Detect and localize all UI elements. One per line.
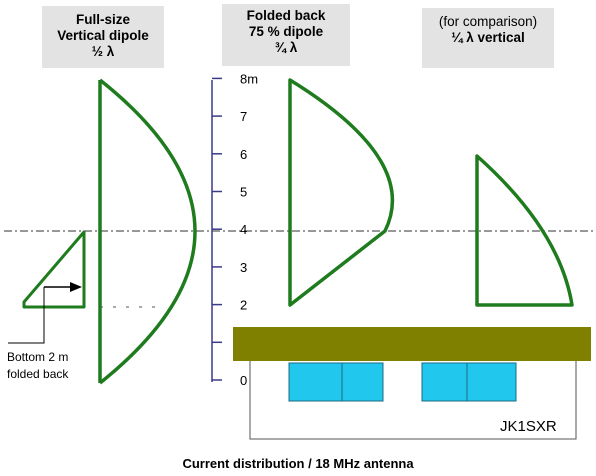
folded-dipole-curve — [288, 78, 395, 307]
header-line: Full-size — [75, 12, 130, 27]
scale-tick-label: 2 — [240, 298, 247, 313]
equipment-box-right — [421, 362, 517, 402]
credit-label: JK1SXR — [500, 418, 557, 435]
scale-ticks: 012345678m — [212, 71, 258, 388]
scale-tick-label: 3 — [240, 260, 247, 275]
arrow-head — [70, 282, 82, 292]
header-quarter-wave-vertical: (for comparison) ¼ λ vertical — [422, 8, 554, 68]
diagram-caption: Current distribution / 18 MHz antenna — [182, 456, 414, 471]
scale-tick-label: 4 — [240, 222, 247, 237]
header-line: ¼ λ vertical — [451, 30, 525, 45]
header-line: Vertical dipole — [57, 28, 149, 43]
header-line: 75 % dipole — [248, 24, 324, 39]
scale-tick-label: 7 — [240, 109, 247, 124]
scale-tick-label: 5 — [240, 185, 247, 200]
scale-tick-label: 0 — [240, 373, 247, 388]
dipole-current-curve — [98, 78, 197, 385]
header-line: ½ λ — [91, 44, 115, 59]
quarter-wave-curve — [475, 154, 574, 307]
annotation-leader — [8, 287, 45, 344]
header-line: Folded back — [246, 8, 326, 23]
folded-section-triangle — [22, 230, 86, 309]
scale-tick-label: 6 — [240, 147, 247, 162]
frame-outline — [249, 361, 577, 440]
header-folded-dipole: Folded back 75 % dipole ¾ λ — [222, 4, 350, 66]
scale-tick-label: 8m — [240, 71, 258, 86]
header-line: ¾ λ — [274, 40, 298, 55]
ground-plane — [233, 327, 591, 361]
annotation-line2: folded back — [7, 367, 69, 381]
equipment-box-left — [288, 362, 384, 402]
header-full-size-dipole: Full-size Vertical dipole ½ λ — [42, 6, 164, 68]
annotation-line1: Bottom 2 m — [7, 350, 68, 364]
header-line: (for comparison) — [438, 14, 538, 29]
